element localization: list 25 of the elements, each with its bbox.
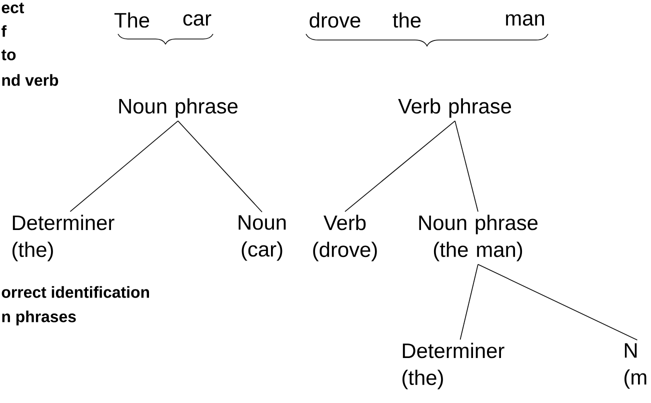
tree-line xyxy=(478,264,638,340)
note-text: ect xyxy=(2,2,24,14)
tree-line xyxy=(454,120,478,212)
tree-label: Noun (car) xyxy=(238,215,286,261)
tree-label: Verb (drove) xyxy=(313,214,377,262)
tree-label: N (m xyxy=(624,343,646,389)
note-text: orrect identification xyxy=(2,286,149,298)
word: drove xyxy=(310,12,360,28)
tree-label: Determiner (the) xyxy=(402,342,504,390)
note-text: n phrases xyxy=(2,310,76,326)
tree-line xyxy=(344,120,456,212)
tree-label: Noun phrase (the man) xyxy=(419,214,538,262)
tree-label: Verb phrase xyxy=(398,98,512,118)
note-text: f xyxy=(1,25,7,37)
word: the xyxy=(392,12,421,28)
note-text: nd verb xyxy=(2,74,58,86)
word: The xyxy=(114,12,150,28)
note-text: to xyxy=(1,50,16,60)
tree-label: Noun phrase xyxy=(119,98,238,118)
tree-line xyxy=(70,120,178,212)
tree-line xyxy=(460,264,478,340)
tree-line xyxy=(178,120,262,212)
word: car xyxy=(183,14,212,26)
word: man xyxy=(506,14,544,26)
tree-label: Determiner (the) xyxy=(12,214,114,262)
